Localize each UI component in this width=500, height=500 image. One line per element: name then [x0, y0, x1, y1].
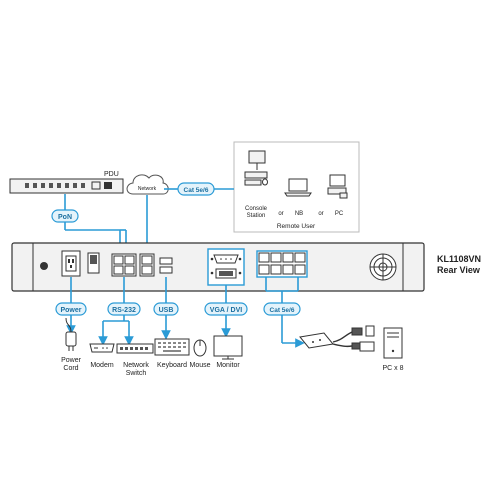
console-station-icon [244, 150, 268, 186]
network-cloud-icon [126, 174, 169, 195]
usb-port-icon [159, 257, 173, 274]
power-socket-icon [61, 250, 81, 277]
modem-label: Modem [90, 362, 114, 369]
usb-pill-label: USB [159, 307, 174, 314]
vga-dvi-pill: VGA / DVI [204, 302, 248, 316]
remote-user-caption: Remote User [277, 223, 316, 230]
vga-dvi-pill-label: VGA / DVI [210, 307, 242, 314]
nb-label: NB [295, 211, 303, 217]
kvm-rear-panel [11, 242, 425, 292]
power-pill-label: Power [60, 307, 81, 314]
monitor-icon [213, 335, 243, 360]
vga-port-icon [210, 254, 242, 264]
fan-grille-icon [369, 253, 397, 281]
cloud-label: Network [138, 186, 157, 192]
pon-pill: PoN [51, 209, 79, 223]
pc-count-label: PC x 8 [382, 365, 403, 372]
model-title: KL1108VN [437, 254, 481, 264]
keyboard-label: Keyboard [157, 362, 187, 369]
pdu-icon [9, 178, 124, 194]
lan-port-icon [139, 253, 155, 277]
monitor-label: Monitor [216, 362, 240, 369]
usb-pill: USB [153, 302, 179, 316]
power-cord-icon [65, 317, 77, 351]
rj45-port-icon [111, 253, 137, 277]
cat-bottom-pill: Cat 5e/6 [263, 302, 301, 316]
or-label-2: or [318, 211, 323, 217]
mouse-label: Mouse [189, 362, 210, 369]
cat-ports [256, 250, 308, 278]
modem-icon [89, 343, 115, 353]
bottom-connection-lines [66, 277, 305, 348]
laptop-icon [284, 178, 312, 197]
video-ports [207, 248, 245, 286]
rs232-pill-label: RS-232 [112, 307, 136, 314]
dvi-port-icon [210, 268, 242, 279]
cat-top-pill-label: Cat 5e/6 [184, 187, 209, 194]
or-label-1: or [278, 211, 283, 217]
network-switch-icon [116, 343, 154, 354]
pdu-label: PDU [104, 171, 119, 178]
pon-pill-label: PoN [58, 214, 72, 221]
cat-top-pill: Cat 5e/6 [177, 182, 215, 196]
pc-icon [327, 174, 348, 199]
power-switch-icon [87, 252, 100, 274]
rs232-pill: RS-232 [107, 302, 141, 316]
mouse-icon [193, 339, 207, 357]
pc-tower-icon [383, 327, 403, 359]
pc-label: PC [335, 211, 344, 217]
keyboard-icon [154, 338, 190, 356]
power-pill: Power [55, 302, 87, 316]
cat-bottom-pill-label: Cat 5e/6 [270, 307, 295, 314]
kvm-adapter-icon [299, 325, 375, 352]
view-title: Rear View [437, 265, 481, 275]
